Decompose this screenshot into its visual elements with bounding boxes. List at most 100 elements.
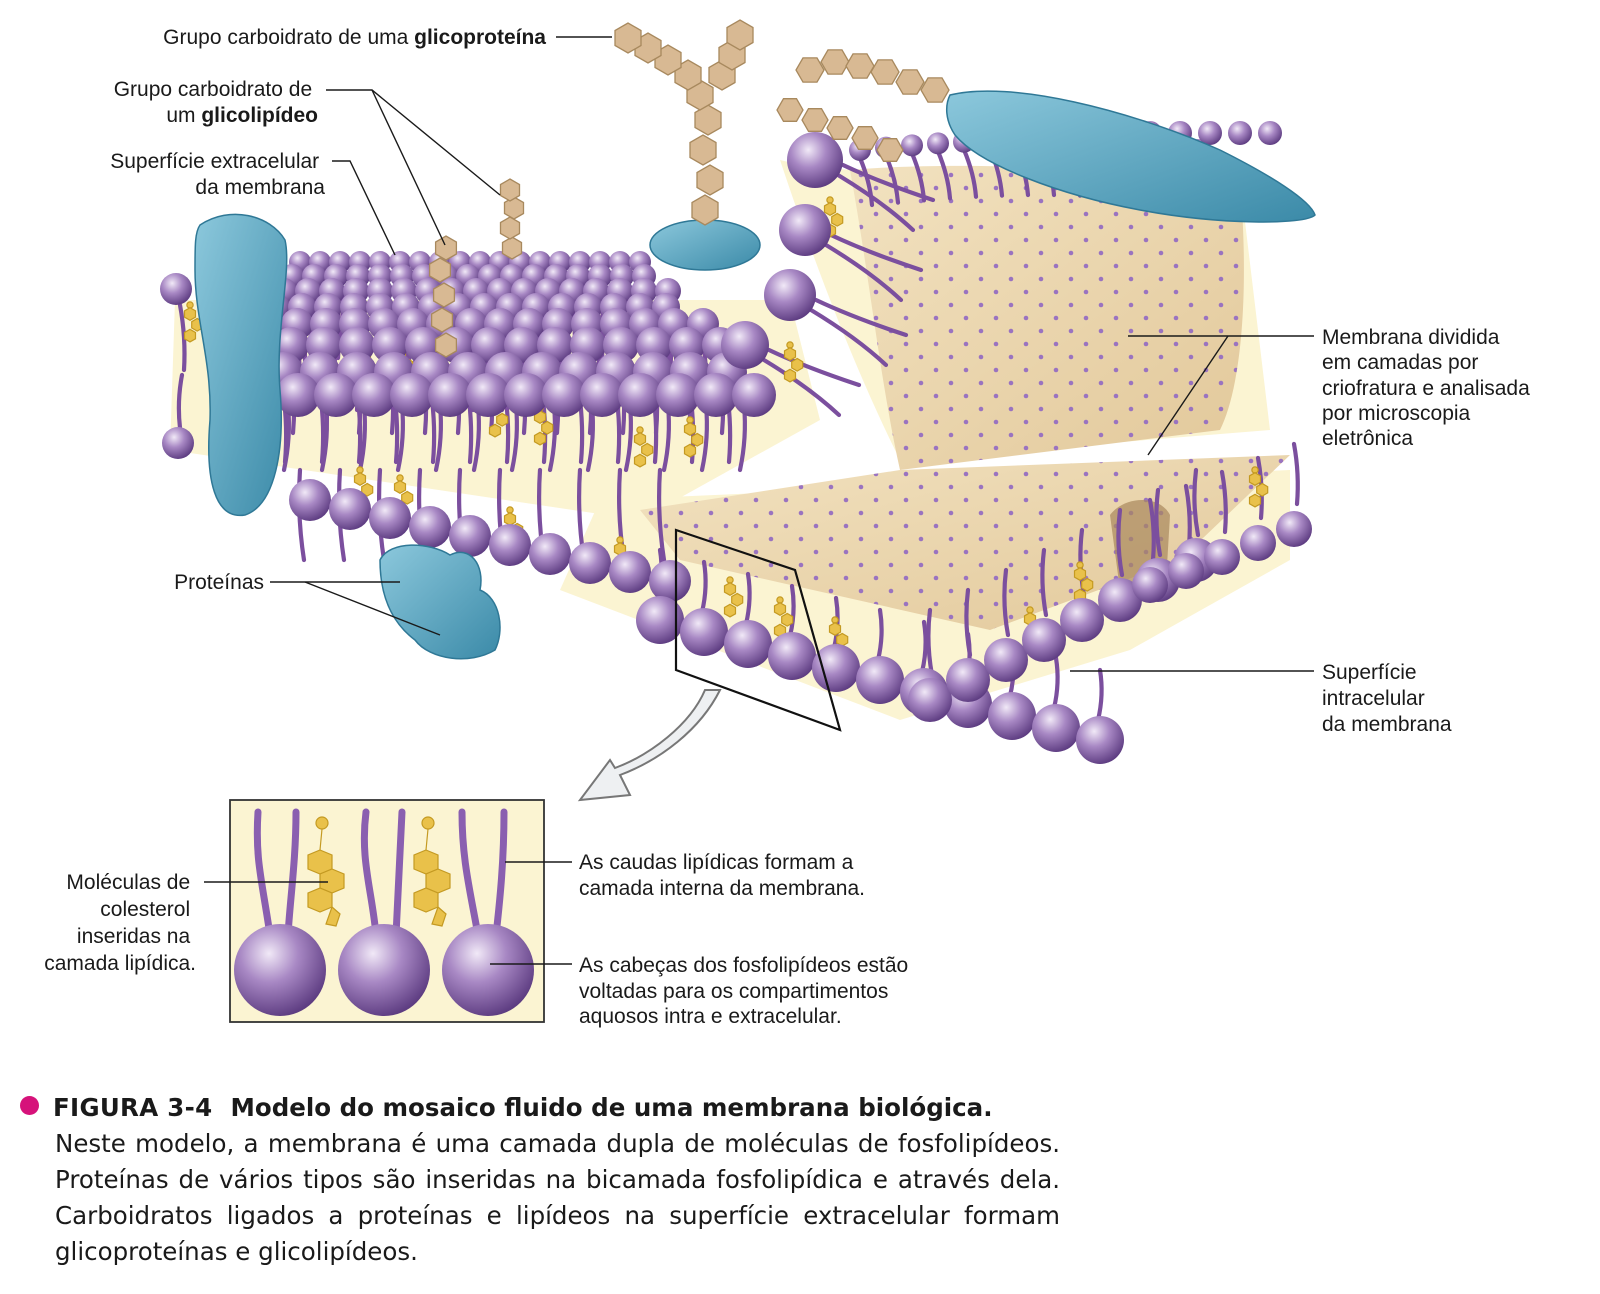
phospholipid-head xyxy=(162,427,194,459)
detail-inset xyxy=(229,799,545,1023)
label-lipid-tails: As caudas lipídicas formam a camada inte… xyxy=(579,851,865,900)
phospholipid-head xyxy=(489,524,531,566)
lipid-tail xyxy=(935,149,953,201)
lipid-tail xyxy=(828,232,924,273)
sugar-unit xyxy=(851,126,879,150)
zoom-arrow xyxy=(577,689,722,802)
sugar-unit xyxy=(845,53,875,79)
lipid-tail xyxy=(1147,497,1156,563)
lipid-tail xyxy=(1040,547,1049,618)
sugar-unit xyxy=(870,59,900,85)
lipid-tail xyxy=(1095,667,1104,723)
transmembrane-protein-left xyxy=(194,213,288,517)
figure-caption-body: Neste modelo, a membrana é uma camada du… xyxy=(55,1129,1060,1266)
lipid-tail xyxy=(766,347,862,388)
sugar-unit xyxy=(694,104,722,136)
glycoprotein-base xyxy=(649,219,761,271)
sugar-unit xyxy=(689,134,717,166)
lipid-tail xyxy=(1051,655,1060,711)
label-proteins: Proteínas xyxy=(174,571,264,594)
sugar-unit xyxy=(895,69,925,95)
phospholipid-head xyxy=(1198,121,1222,145)
phospholipid-head xyxy=(787,132,843,188)
label-glycoprotein-carbohydrate: Grupo carboidrato de uma glicoproteína xyxy=(163,26,546,49)
label-phospholipid-heads: As cabeças dos fosfolipídeos estão volta… xyxy=(579,954,914,1028)
sugar-unit xyxy=(499,216,521,240)
phospholipid-head xyxy=(812,644,860,692)
lipid-tail xyxy=(787,583,796,639)
phospholipid-head xyxy=(946,658,990,702)
sugar-unit xyxy=(499,178,521,202)
lipid-tail xyxy=(176,372,185,431)
lipid-tail xyxy=(919,619,928,675)
phospholipid-head xyxy=(636,596,684,644)
fluid-mosaic-membrane-diagram: Grupo carboidrato de uma glicoproteína G… xyxy=(44,19,1530,1028)
lipid-tail xyxy=(875,607,884,663)
phospholipid-head xyxy=(569,542,611,584)
sugar-unit xyxy=(501,236,523,260)
sugar-unit xyxy=(430,307,454,333)
sugar-unit xyxy=(434,235,458,261)
phospholipid-head xyxy=(856,656,904,704)
phospholipid-head xyxy=(1076,716,1124,764)
label-intracellular-surface: Superfície intracelular da membrana xyxy=(1322,661,1452,736)
phospholipid-head xyxy=(580,373,624,417)
sugar-unit xyxy=(876,138,904,162)
figure-title: Modelo do mosaico fluido de uma membrana… xyxy=(230,1093,993,1122)
sugar-unit xyxy=(614,22,642,54)
label-glycolipid-carbohydrate: Grupo carboidrato de um glicolipídeo xyxy=(114,78,318,127)
phospholipid-head xyxy=(1258,121,1282,145)
sugar-unit xyxy=(920,77,950,103)
phospholipid-head xyxy=(160,273,192,305)
phospholipid-head xyxy=(352,373,396,417)
lipid-tail xyxy=(835,172,916,233)
sugar-unit xyxy=(696,164,724,196)
phospholipid-head xyxy=(779,204,831,256)
phospholipid-head xyxy=(908,678,952,722)
phospholipid-head xyxy=(768,632,816,680)
cholesterol-molecule xyxy=(1248,466,1269,508)
sugar-unit xyxy=(776,98,804,122)
phospholipid-head xyxy=(1060,598,1104,642)
lipid-tail xyxy=(743,571,752,627)
phospholipid-head xyxy=(724,620,772,668)
lipid-tail xyxy=(964,587,973,658)
cholesterol-molecule xyxy=(773,596,794,638)
sugar-unit xyxy=(691,194,719,226)
zoom-region-outline xyxy=(674,528,842,732)
freeze-fracture-face xyxy=(640,165,1290,630)
protein-top-right xyxy=(945,90,1316,223)
cholesterol-molecule xyxy=(783,341,804,383)
sugar-unit xyxy=(795,57,825,83)
phospholipid-head xyxy=(988,692,1036,740)
phospholipid-head xyxy=(329,488,371,530)
lipid-tail xyxy=(961,147,979,199)
phospholipid-head xyxy=(409,506,451,548)
phospholipid-head xyxy=(339,327,375,363)
phospholipid-head xyxy=(314,373,358,417)
phospholipid-head xyxy=(466,373,510,417)
cholesterol-molecule xyxy=(633,426,654,468)
phospholipid-head xyxy=(1098,578,1142,622)
phospholipid-head xyxy=(680,608,728,656)
phospholipid-head xyxy=(694,373,738,417)
phospholipid-head xyxy=(1276,511,1312,547)
phospholipid-head xyxy=(529,533,571,575)
phospholipid-head xyxy=(390,373,434,417)
sugar-unit xyxy=(432,282,456,308)
sugar-unit xyxy=(826,116,854,140)
label-extracellular-surface: Superfície extracelular da membrana xyxy=(110,150,325,199)
carbohydrate-chains xyxy=(428,19,950,358)
cholesterol-molecule xyxy=(723,576,744,618)
phospholipid-head xyxy=(1022,618,1066,662)
figure-number: FIGURA 3-4 xyxy=(53,1093,213,1122)
sugar-unit xyxy=(428,257,452,283)
phospholipid-head xyxy=(618,373,662,417)
label-cholesterol: Moléculas de colesterol inseridas na cam… xyxy=(44,871,196,975)
sugar-unit xyxy=(434,332,458,358)
phospholipid-head xyxy=(764,269,816,321)
figure-caption: FIGURA 3-4 Modelo do mosaico fluido de um… xyxy=(20,1090,1060,1270)
lipid-tail xyxy=(823,242,904,303)
phospholipid-head xyxy=(369,497,411,539)
lipid-tail xyxy=(1192,467,1201,538)
